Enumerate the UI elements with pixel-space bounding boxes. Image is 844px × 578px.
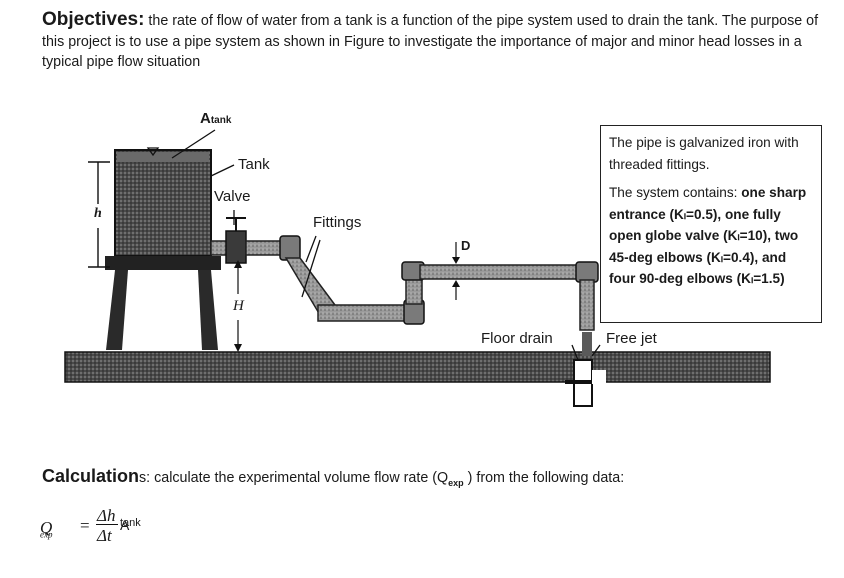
label-fittings: Fittings: [313, 214, 362, 231]
floor: [64, 351, 771, 383]
elbow-1: [279, 235, 301, 261]
pipe-upper-horizontal: [419, 264, 591, 280]
calculations-line: Calculations: calculate the experimental…: [42, 466, 625, 488]
label-floor-drain: Floor drain: [481, 330, 553, 347]
tank-leg-right: [198, 270, 218, 350]
tank-body: [114, 149, 212, 257]
objectives-paragraph: Objectives: the rate of flow of water fr…: [42, 9, 822, 73]
label-H: H: [233, 298, 244, 314]
elbow-4: [575, 261, 599, 283]
objectives-text: the rate of flow of water from a tank is…: [42, 13, 819, 70]
pipe-outlet: [579, 279, 595, 331]
tank-base: [105, 256, 221, 270]
system-components-text: The system contains: one sharp entrance …: [609, 185, 807, 286]
calculations-heading: Calculation: [42, 466, 140, 486]
water-level-mark: [146, 147, 160, 157]
label-valve: Valve: [214, 188, 251, 205]
label-free-jet: Free jet: [606, 330, 657, 347]
free-jet: [582, 332, 592, 356]
tank-leg-left: [106, 270, 128, 350]
label-h: h: [94, 206, 102, 221]
label-tank: Tank: [238, 156, 270, 173]
pipe-material-text: The pipe is galvanized iron with threade…: [609, 135, 799, 172]
objectives-heading: Objectives:: [42, 9, 145, 30]
pipe-specs-box: The pipe is galvanized iron with threade…: [600, 125, 822, 323]
tank-water-surface: [117, 152, 209, 162]
label-D: D: [461, 238, 471, 253]
formula-numerator: Δh: [97, 506, 116, 525]
globe-valve: [225, 230, 247, 264]
formula-denominator: Δt: [97, 526, 112, 545]
formula-equals: =: [80, 516, 90, 535]
label-a-tank: Atank: [200, 110, 232, 127]
